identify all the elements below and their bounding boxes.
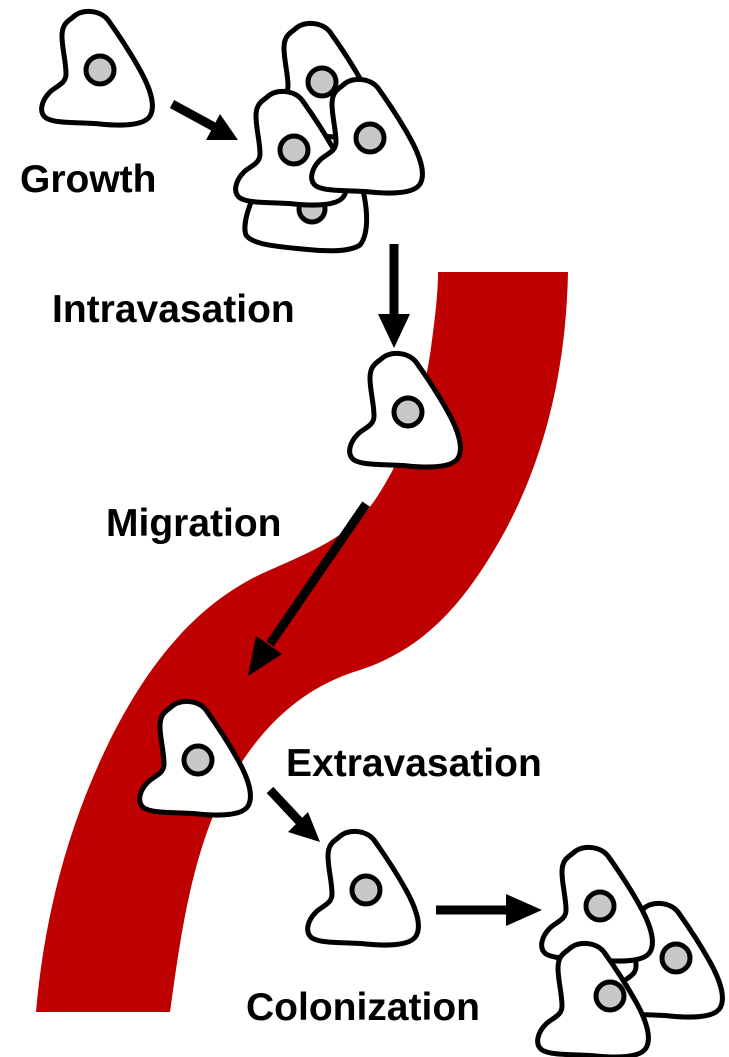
label-growth: Growth bbox=[20, 158, 156, 201]
extravasation-arrow bbox=[270, 790, 320, 842]
intravasation-arrow bbox=[378, 244, 410, 348]
label-extravasation: Extravasation bbox=[286, 742, 542, 785]
single-tumor-cell bbox=[42, 11, 153, 125]
colonizing-tumor-cell bbox=[308, 831, 419, 945]
label-migration: Migration bbox=[106, 502, 281, 545]
label-colonization: Colonization bbox=[246, 986, 480, 1029]
colonization-arrow bbox=[436, 894, 542, 926]
tumor-cell-cluster bbox=[236, 23, 423, 250]
blood-vessel bbox=[36, 272, 568, 1012]
secondary-tumor-cluster bbox=[538, 847, 723, 1057]
growth-arrow bbox=[172, 104, 238, 140]
label-intravasation: Intravasation bbox=[52, 288, 295, 331]
